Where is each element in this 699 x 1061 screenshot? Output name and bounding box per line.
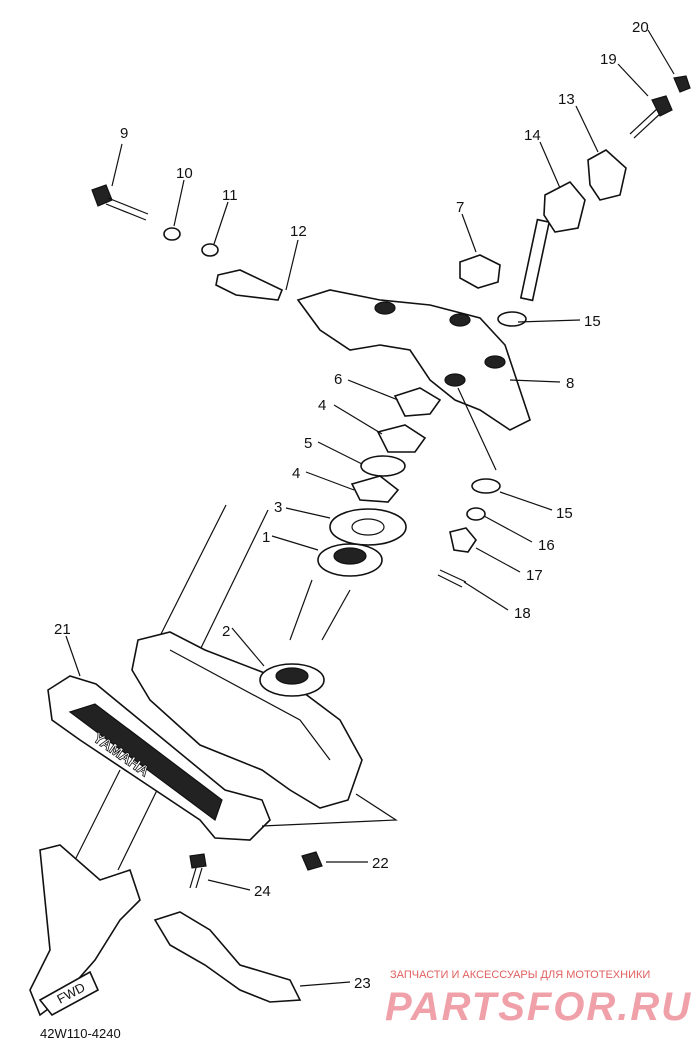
bolt-22 (301, 851, 323, 871)
callout-15b: 15 (556, 505, 573, 522)
callout-22: 22 (372, 855, 389, 872)
leader-lines (65, 29, 675, 987)
bolt-19 (629, 95, 673, 139)
callout-10: 10 (176, 165, 193, 182)
watermark-logo: PARTSFOR.RU (385, 985, 692, 1029)
callout-14: 14 (524, 127, 541, 144)
callout-3: 3 (274, 499, 282, 516)
bolt-9 (91, 184, 149, 221)
bolt-24 (189, 853, 207, 889)
plate-12 (215, 269, 284, 301)
upper-bracket (296, 289, 531, 431)
callout-15a: 15 (584, 313, 601, 330)
stem-parts (259, 387, 442, 697)
callout-24: 24 (254, 883, 271, 900)
callout-18: 18 (514, 605, 531, 622)
cap-20 (673, 75, 691, 93)
callout-21: 21 (54, 621, 71, 638)
callout-19: 19 (600, 51, 617, 68)
watermark-top-text: ЗАПЧАСТИ И АКСЕССУАРЫ ДЛЯ МОТОТЕХНИКИ (390, 969, 650, 981)
diagram-code: 42W110-4240 (40, 1026, 121, 1041)
lower-bracket: FWD (29, 844, 302, 1017)
callout-12: 12 (290, 223, 307, 240)
callout-6: 6 (334, 371, 342, 388)
under-bracket (131, 631, 363, 809)
callout-13: 13 (558, 91, 575, 108)
handlebar-holder (519, 149, 627, 302)
callout-5: 5 (304, 435, 312, 452)
callout-labels: 9 10 11 12 7 14 13 19 20 15 8 6 4 5 4 3 … (54, 19, 649, 992)
callout-1: 1 (262, 529, 270, 546)
fork-tubes (74, 504, 351, 871)
nut-7 (459, 254, 501, 289)
callout-20: 20 (632, 19, 649, 36)
callout-16: 16 (538, 537, 555, 554)
callout-4b: 4 (292, 465, 300, 482)
callout-2: 2 (222, 623, 230, 640)
washer-11 (201, 243, 219, 257)
callout-23: 23 (354, 975, 371, 992)
callout-17: 17 (526, 567, 543, 584)
washer-10 (163, 227, 181, 241)
callout-11: 11 (222, 187, 238, 204)
callout-9: 9 (120, 125, 128, 142)
callout-7: 7 (456, 199, 464, 216)
callout-8: 8 (566, 375, 574, 392)
callout-4a: 4 (318, 397, 326, 414)
